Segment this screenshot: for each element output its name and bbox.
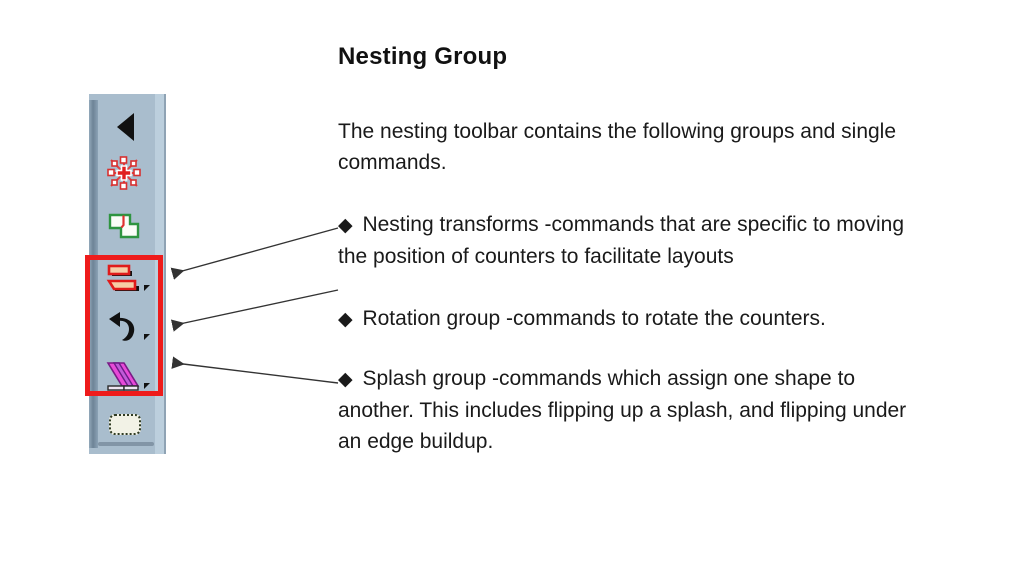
dropdown-arrow-icon[interactable] (144, 285, 150, 291)
toolbar-button-nesting-transform[interactable] (100, 150, 152, 196)
intro-paragraph: The nesting toolbar contains the followi… (338, 120, 897, 174)
bullet-item-nesting-transforms: ◆ Nesting transforms -commands that are … (338, 209, 918, 272)
toolbar-button-shape[interactable] (100, 203, 152, 249)
toolbar-button-rotation-group[interactable] (100, 305, 152, 351)
arrow-to-nesting-transforms (170, 227, 339, 280)
rounded-rectangle-icon (104, 404, 144, 444)
bullet-text: Splash group -commands which assign one … (338, 367, 907, 453)
nesting-toolbar[interactable] (89, 94, 166, 454)
green-polygon-icon (104, 206, 144, 246)
splash-diagonal-icon (104, 357, 144, 397)
bullet-diamond-icon: ◆ (338, 309, 353, 330)
arrow-to-rotation-group (170, 289, 339, 332)
stacked-bars-icon (104, 259, 144, 299)
dropdown-arrow-icon[interactable] (144, 334, 150, 340)
rotate-arrow-icon (104, 308, 144, 348)
toolbar-button-nesting-transforms-group[interactable] (100, 256, 152, 302)
bullet-item-rotation-group: ◆ Rotation group -commands to rotate the… (338, 303, 918, 335)
bullet-item-splash-group: ◆ Splash group -commands which assign on… (338, 363, 928, 457)
page-title: Nesting Group (338, 43, 508, 70)
toolbar-button-splash-group[interactable] (100, 354, 152, 400)
nesting-star-icon (104, 153, 144, 193)
toolbar-button-collapse[interactable] (100, 102, 152, 148)
dropdown-arrow-icon[interactable] (144, 383, 150, 389)
bullet-diamond-icon: ◆ (338, 369, 353, 390)
arrow-to-splash-group (171, 356, 339, 384)
bullet-text: Rotation group -commands to rotate the c… (356, 307, 826, 330)
bullet-diamond-icon: ◆ (338, 215, 353, 236)
bullet-text: Nesting transforms -commands that are sp… (338, 213, 904, 268)
toolbar-bottom-separator (98, 442, 154, 446)
toolbar-button-rounded-rect[interactable] (100, 401, 152, 447)
toolbar-edge-highlight (155, 94, 164, 454)
left-triangle-icon (104, 105, 144, 145)
toolbar-drag-grip[interactable] (89, 100, 98, 448)
